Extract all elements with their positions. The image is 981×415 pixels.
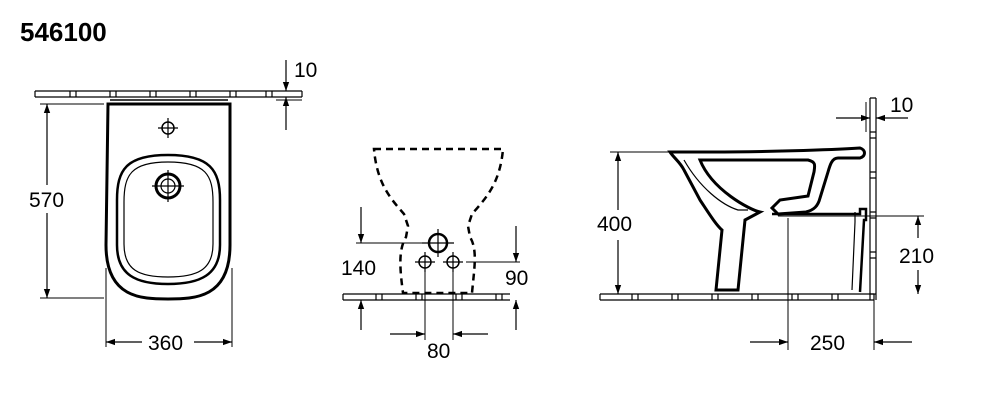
upper-inlet-height-label: 140 bbox=[341, 257, 376, 280]
dimension-height: 570 bbox=[29, 103, 104, 299]
dimension-lower-inlet: 90 bbox=[466, 226, 528, 330]
floor-line bbox=[342, 293, 510, 301]
water-inlet-left-icon bbox=[415, 252, 435, 272]
bowl-outline bbox=[115, 153, 222, 286]
outlet-pipe bbox=[772, 207, 868, 293]
outlet-distance-label: 250 bbox=[810, 332, 845, 355]
tap-hole-icon bbox=[158, 118, 178, 138]
dimension-upper-inlet: 140 bbox=[341, 207, 424, 330]
floor-line bbox=[599, 293, 875, 301]
dimension-wall-gap: 10 bbox=[276, 59, 317, 130]
dimension-wall-gap: 10 bbox=[836, 94, 913, 132]
water-inlet-right-icon bbox=[443, 252, 463, 272]
product-number: 546100 bbox=[20, 17, 107, 47]
side-view: 10 400 210 250 bbox=[597, 94, 934, 355]
bidet-side-outline bbox=[667, 146, 866, 292]
drain-icon bbox=[152, 170, 184, 202]
dimension-outlet-distance: 250 bbox=[750, 218, 912, 355]
bidet-rear-outline bbox=[372, 147, 505, 295]
wall-gap-label: 10 bbox=[294, 59, 317, 82]
wall-line bbox=[869, 97, 877, 300]
rear-view: 140 90 80 bbox=[341, 147, 528, 363]
rim-height-label: 400 bbox=[597, 213, 632, 236]
height-label: 570 bbox=[29, 189, 64, 212]
outlet-height-label: 210 bbox=[899, 245, 934, 268]
wall-line bbox=[34, 90, 303, 98]
dimension-outlet-height: 210 bbox=[778, 215, 934, 294]
dimension-inlet-spacing: 80 bbox=[390, 270, 488, 363]
inlet-spacing-label: 80 bbox=[427, 340, 450, 363]
dimension-width: 360 bbox=[105, 268, 233, 355]
wall-gap-label: 10 bbox=[890, 94, 913, 117]
lower-inlet-height-label: 90 bbox=[505, 267, 528, 290]
front-view: 10 570 360 bbox=[29, 59, 317, 355]
drain-outlet-icon bbox=[422, 229, 454, 257]
width-label: 360 bbox=[148, 332, 183, 355]
bidet-outer-outline bbox=[104, 102, 232, 301]
dimension-rim-height: 400 bbox=[597, 151, 670, 294]
